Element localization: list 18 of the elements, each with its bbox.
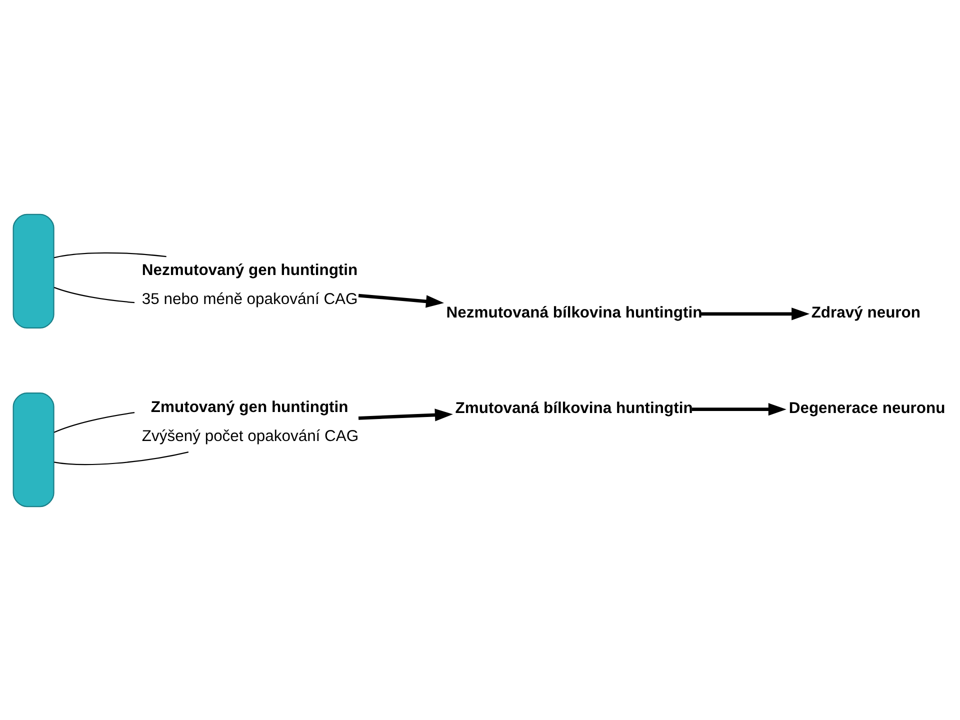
node-box	[12, 213, 54, 328]
node-text: Zmutovaná bílkovina huntingtin	[455, 399, 693, 416]
node-text: Nezmutovaná bílkovina huntingtin	[446, 304, 702, 321]
node-label: 35 nebo méně opakování CAG	[142, 290, 358, 308]
node-box	[12, 392, 54, 507]
arrow	[700, 307, 810, 320]
arrow	[692, 402, 786, 416]
arrow	[358, 408, 453, 421]
node-label: Zvýšený počet opakování CAG	[142, 428, 359, 445]
connector	[54, 252, 166, 258]
connector	[54, 286, 135, 303]
connector	[54, 451, 189, 465]
node-text: Zdravý neuron	[811, 304, 921, 321]
node-text: Degenerace neuronu	[788, 399, 946, 416]
connector	[54, 412, 135, 432]
node-text: Nezmutovaný gen huntingtin	[142, 261, 358, 278]
node-text: Zmutovaný gen huntingtin	[150, 398, 348, 416]
arrow	[358, 293, 444, 308]
